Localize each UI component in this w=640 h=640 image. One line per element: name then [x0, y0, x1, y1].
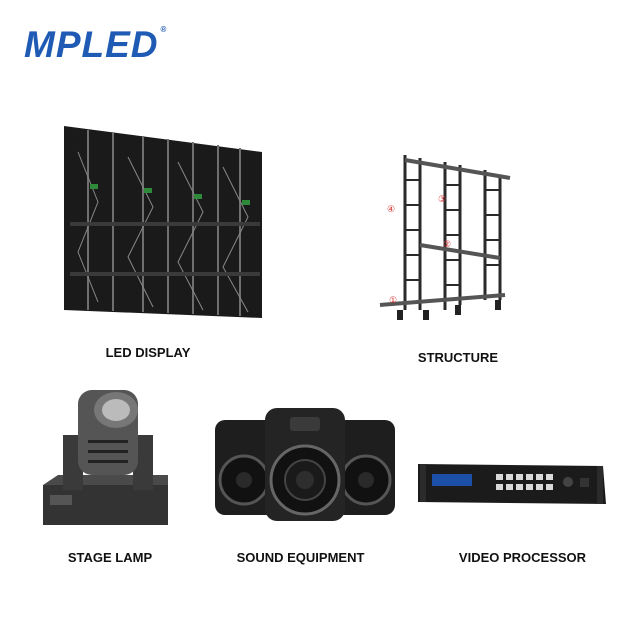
product-label-sound-equipment: SOUND EQUIPMENT — [236, 550, 365, 565]
product-label-stage-lamp: STAGE LAMP — [67, 550, 153, 565]
speakers-icon — [210, 405, 400, 525]
moving-head-lamp-icon — [38, 380, 173, 530]
registered-mark: ® — [160, 25, 168, 34]
structure-marker-1: ① — [389, 295, 398, 305]
logo-text: MPLED — [24, 24, 159, 65]
brand-logo: MPLED® — [24, 24, 168, 65]
video-processor-icon — [418, 462, 606, 507]
product-label-structure: STRUCTURE — [417, 350, 499, 365]
led-display-cabinet-icon — [58, 122, 268, 322]
product-label-led-display: LED DISPLAY — [105, 345, 191, 360]
structure-marker-4: ④ — [387, 204, 396, 214]
truss-structure-icon — [375, 150, 530, 325]
product-label-video-processor: VIDEO PROCESSOR — [458, 550, 587, 565]
structure-marker-2: ② — [443, 239, 452, 249]
structure-marker-3: ③ — [438, 194, 447, 204]
